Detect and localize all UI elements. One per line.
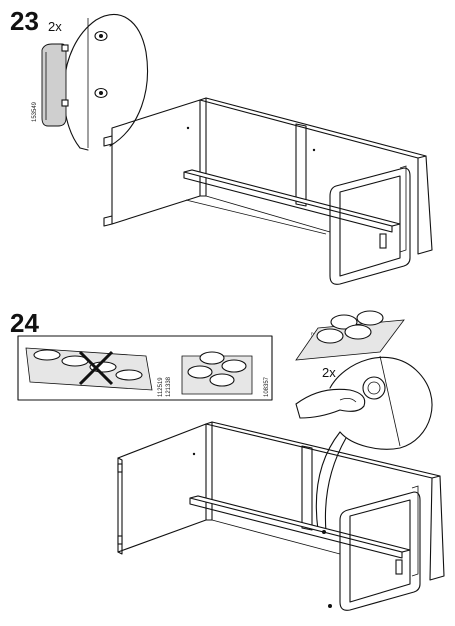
step-24-number: 24 <box>10 308 39 338</box>
step-24-quantity: 2x <box>322 365 336 380</box>
step-23-quantity: 2x <box>48 19 62 34</box>
felt-pad-part <box>41 43 69 127</box>
prohibited-cross-icon <box>78 350 114 386</box>
step-24-cabinet <box>117 421 445 611</box>
step-24-detail-callout <box>295 355 433 533</box>
step-24-wrong-way-box <box>17 335 273 401</box>
step-23-number: 23 <box>10 6 39 36</box>
step-23-detail-callout <box>63 14 149 151</box>
pressing-finger-icon <box>295 388 366 419</box>
step-24-pad-sheet <box>295 310 405 361</box>
step-23-cabinet <box>103 97 433 285</box>
